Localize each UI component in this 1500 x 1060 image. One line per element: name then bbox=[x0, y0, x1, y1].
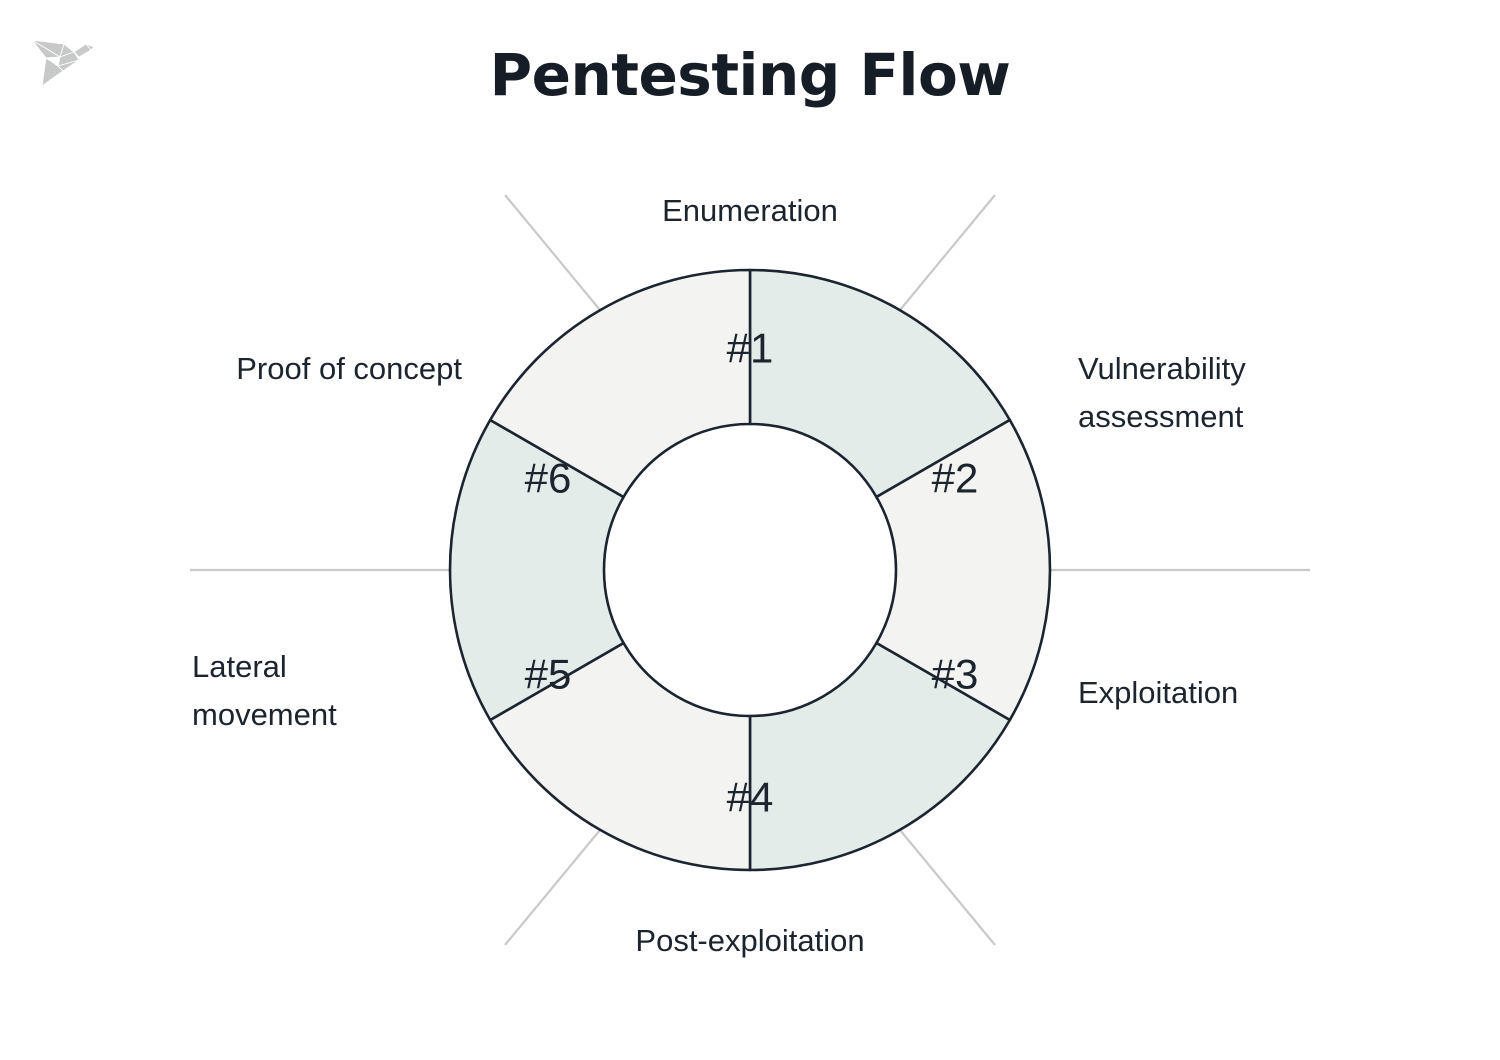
leader-line-upper-right bbox=[899, 194, 996, 311]
donut-segment-2-number: #2 bbox=[932, 455, 979, 502]
origami-bird-logo bbox=[28, 24, 110, 92]
label-lateral-movement: Lateral movement bbox=[192, 649, 337, 733]
donut-segment-1-number: #1 bbox=[727, 325, 774, 372]
donut-segments bbox=[448, 268, 1052, 872]
leader-lines bbox=[190, 194, 1310, 946]
label-vulnerability-assessment: Vulnerability assessment bbox=[1078, 351, 1246, 435]
donut-segment-5-number: #5 bbox=[525, 651, 572, 698]
label-enumeration: Enumeration bbox=[662, 193, 838, 228]
label-post-exploitation: Post-exploitation bbox=[635, 923, 865, 958]
leader-line-lower-right bbox=[899, 829, 996, 946]
donut-segment-4[interactable] bbox=[488, 641, 752, 872]
donut-segment-5[interactable] bbox=[448, 418, 625, 722]
leader-line-lower-left bbox=[504, 829, 601, 946]
donut-segment-numbers: #1 #2 #3 #4 #5 #6 bbox=[525, 325, 979, 821]
donut-segment-4-number: #4 bbox=[727, 774, 774, 821]
label-proof-of-concept: Proof of concept bbox=[236, 351, 462, 386]
donut-segment-6[interactable] bbox=[488, 268, 752, 499]
label-exploitation: Exploitation bbox=[1078, 675, 1239, 710]
donut-segment-6-number: #6 bbox=[525, 455, 572, 502]
donut-segment-3[interactable] bbox=[748, 641, 1012, 872]
donut-segment-2[interactable] bbox=[875, 418, 1052, 722]
donut-segment-3-number: #3 bbox=[932, 651, 979, 698]
page-title: Pentesting Flow bbox=[489, 41, 1011, 109]
donut-segment-1[interactable] bbox=[748, 268, 1012, 499]
leader-line-upper-left bbox=[504, 194, 601, 311]
